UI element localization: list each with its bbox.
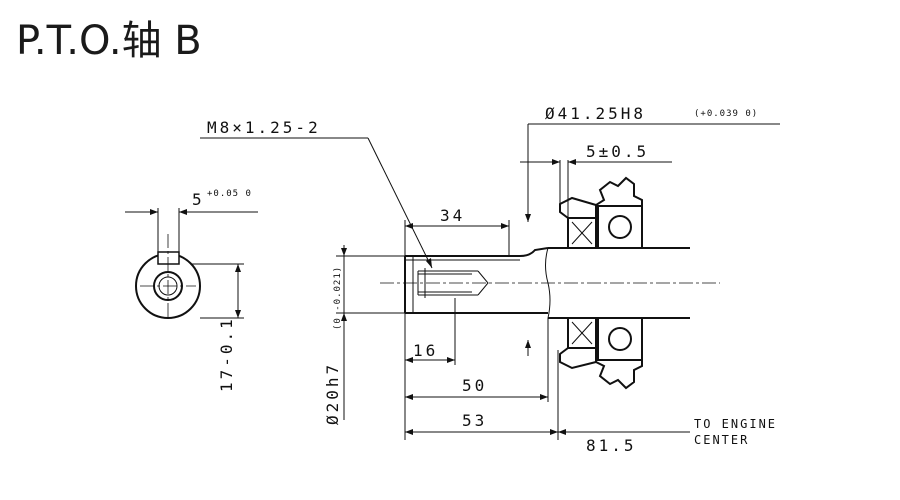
end-view	[125, 208, 258, 319]
bore-dim	[525, 123, 780, 356]
len-16-label: 16	[413, 341, 438, 360]
to-engine-label-2: CENTER	[694, 433, 749, 447]
shaft-dia-label: Ø20h7	[323, 362, 342, 425]
offset-dim	[520, 159, 672, 218]
len-34-label: 34	[440, 206, 465, 225]
key-width-label: 5	[192, 190, 205, 209]
to-engine-label-1: TO ENGINE	[694, 417, 777, 431]
len-53-label: 53	[462, 411, 487, 430]
shaft-dia-dim	[336, 245, 405, 420]
len-815-dim	[558, 429, 690, 435]
key-width-tol: +0.05 0	[207, 189, 252, 199]
thread-leader	[200, 137, 433, 269]
len-53-dim	[405, 350, 559, 440]
bore-label: Ø41.25H8	[545, 104, 646, 123]
offset-label: 5±0.5	[586, 142, 649, 161]
len-50-dim	[404, 318, 549, 440]
key-height-label: 17-0.1	[217, 316, 236, 392]
shaft-side-view	[380, 176, 720, 390]
len-815-label: 81.5	[586, 436, 637, 455]
len-34-dim	[404, 220, 510, 256]
len-50-label: 50	[462, 376, 487, 395]
page-title: P.T.O.轴 B	[16, 18, 202, 64]
thread-label: M8×1.25-2	[207, 118, 321, 137]
bore-tol: (+0.039 0)	[694, 109, 758, 119]
len-16-dim	[404, 298, 456, 365]
shaft-dia-tol: (0 -0.021)	[333, 266, 343, 330]
